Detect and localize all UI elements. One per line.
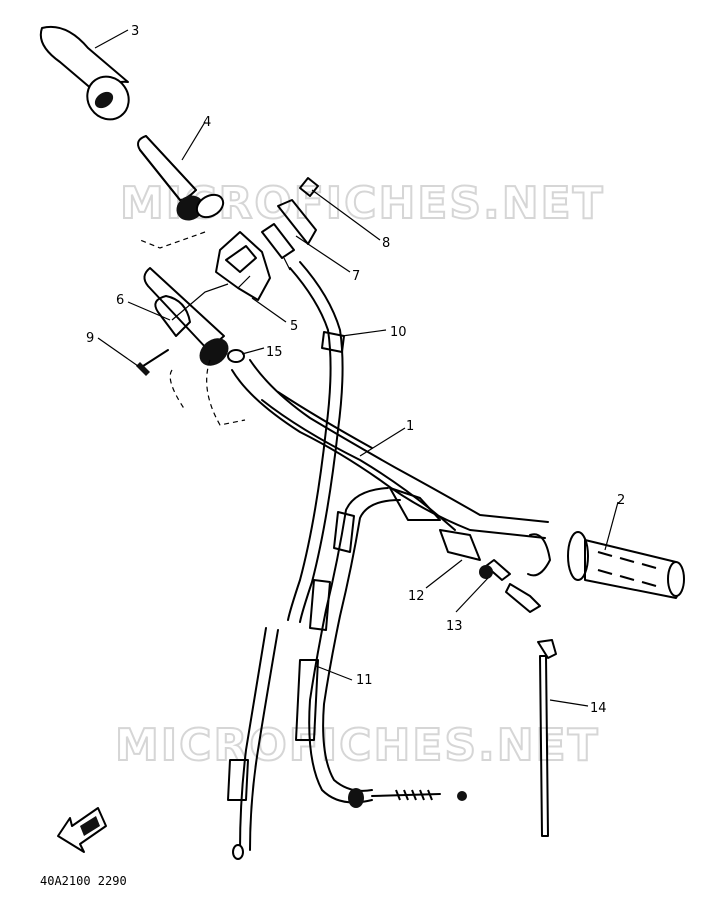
- throttle-housing-part: [143, 267, 246, 426]
- callout-3: 3: [131, 24, 139, 39]
- leader-lines: [94, 29, 619, 707]
- callout-8: 8: [382, 236, 390, 251]
- cable-holder-part: [479, 559, 541, 613]
- left-grip-part: [39, 26, 130, 121]
- callout-14: 14: [590, 701, 607, 716]
- handlebar-part: [231, 359, 549, 561]
- callout-9: 9: [86, 331, 94, 346]
- housing-screw-part: [136, 349, 169, 376]
- callout-15: 15: [266, 345, 283, 360]
- throttle-cable-part: [227, 261, 345, 860]
- callout-7: 7: [352, 269, 360, 284]
- callout-12: 12: [408, 589, 425, 604]
- cable-tie-part: [537, 639, 557, 837]
- right-grip-part: [527, 531, 685, 599]
- drawing-code: 40A2100 2290: [40, 874, 127, 888]
- clutch-cable-part: [295, 487, 467, 808]
- throttle-cap-part: [215, 231, 271, 301]
- assembly-line-b: [171, 283, 229, 321]
- throttle-tube-part: [137, 135, 225, 221]
- callout-6: 6: [116, 293, 124, 308]
- assembly-dashed-line-a: [139, 231, 206, 249]
- front-arrow-icon: [57, 807, 107, 853]
- watermark-top: MICROFICHES.NET: [120, 178, 605, 229]
- callout-1: 1: [406, 419, 414, 434]
- callout-11: 11: [356, 673, 373, 688]
- callout-4: 4: [203, 115, 211, 130]
- callout-10: 10: [390, 325, 407, 340]
- callout-2: 2: [617, 493, 625, 508]
- watermark-bottom: MICROFICHES.NET: [115, 720, 600, 771]
- callout-5: 5: [290, 319, 298, 334]
- callout-13: 13: [446, 619, 463, 634]
